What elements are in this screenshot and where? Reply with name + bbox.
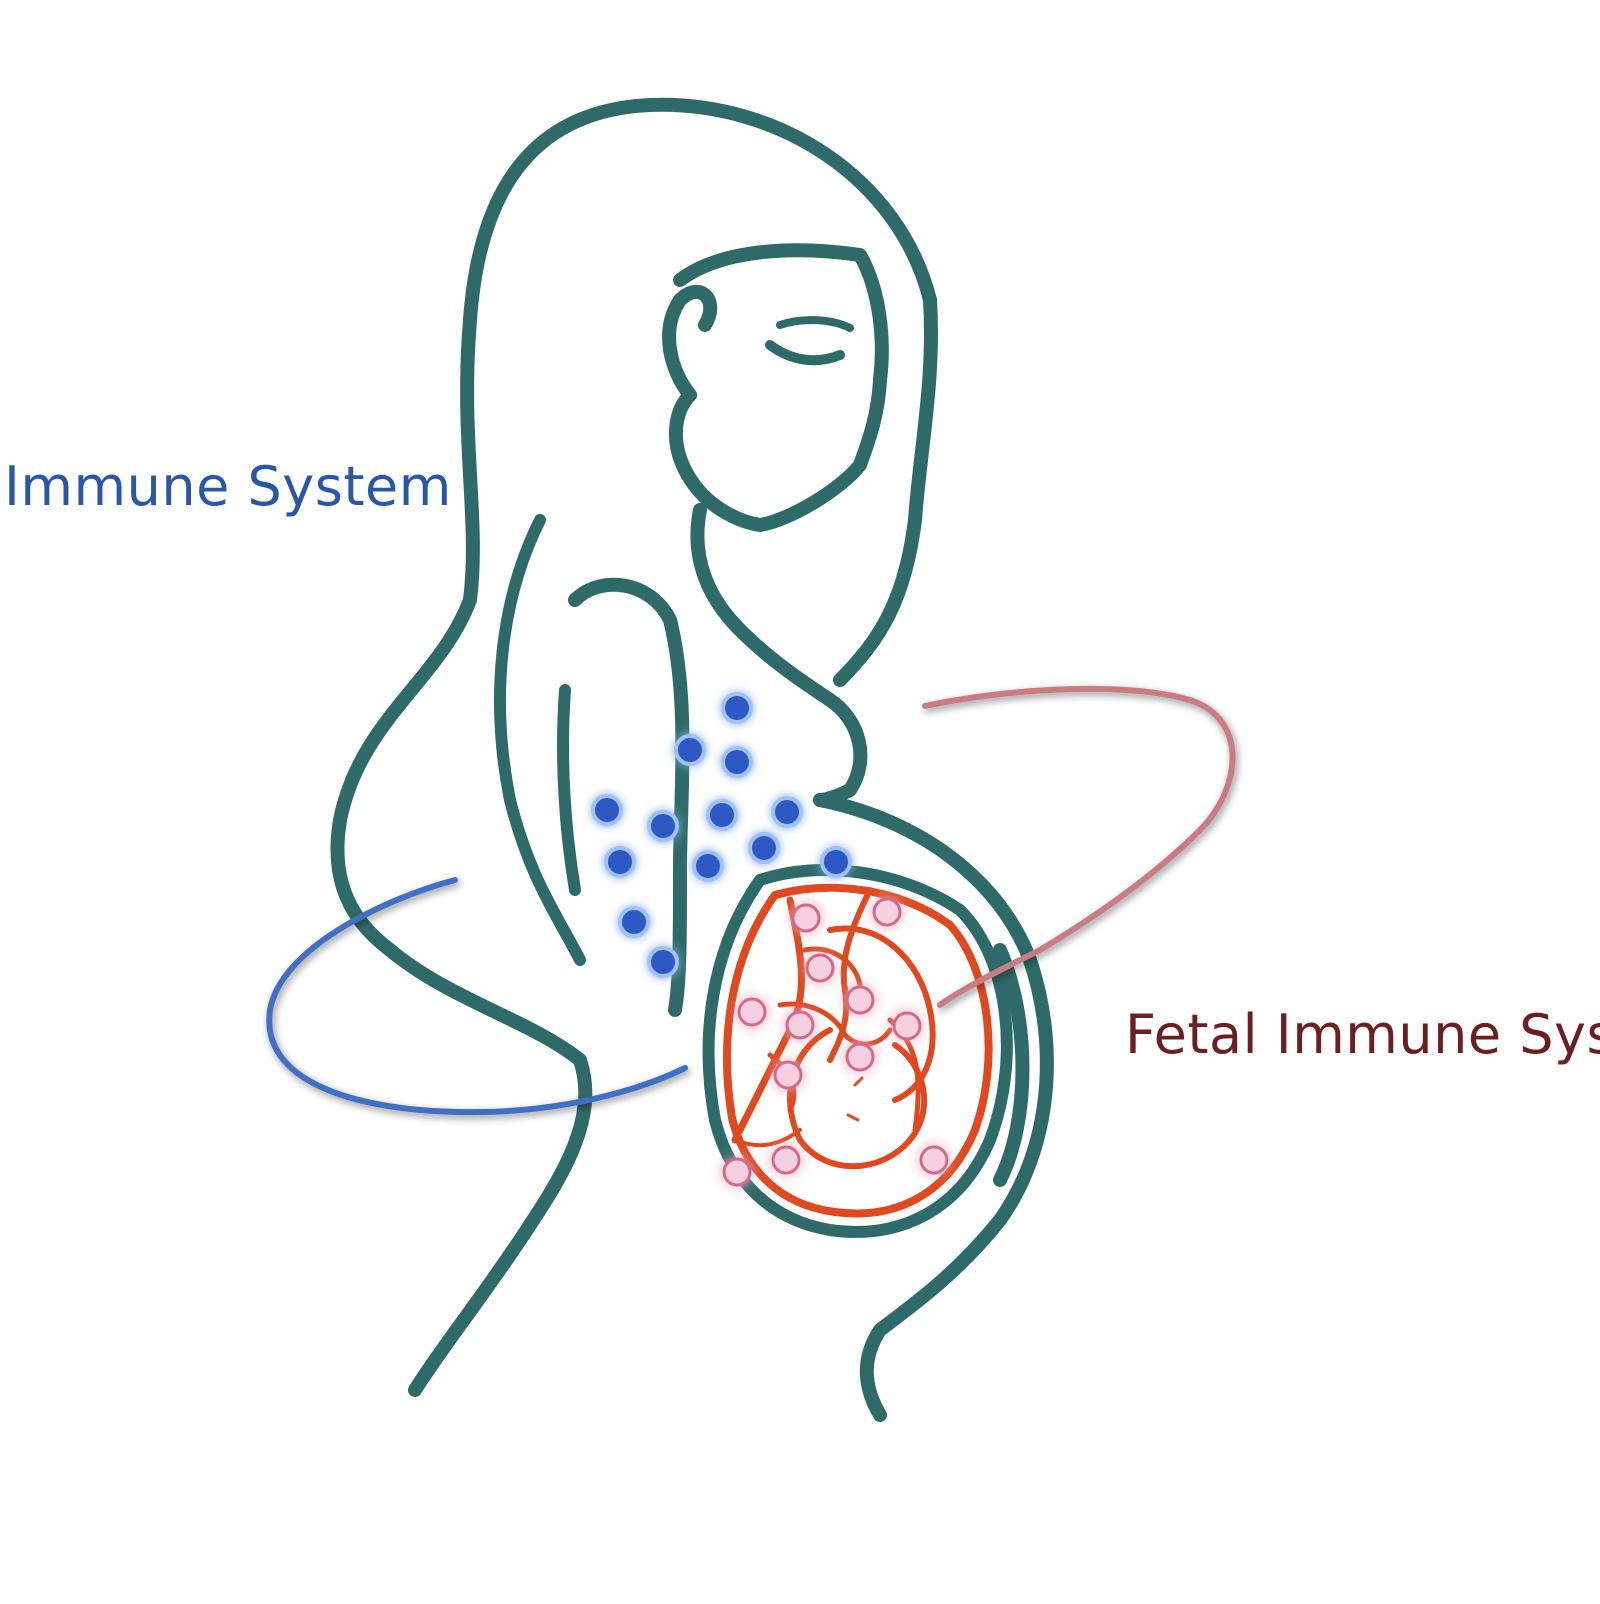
neck-line [690, 503, 837, 707]
maternal-cell [618, 906, 650, 938]
fetal-arrow-path [922, 685, 1236, 1008]
maternal-cell [748, 832, 780, 864]
maternal-cell [771, 796, 803, 828]
maternal-cell [647, 946, 679, 978]
maternal-cell [721, 692, 753, 724]
maternal-cell [591, 794, 623, 826]
fetal-cell [771, 1145, 801, 1175]
eyebrow [776, 316, 854, 332]
fetal-cell [892, 1011, 922, 1041]
fetal-cell [872, 897, 902, 927]
maternal-arrow [266, 877, 688, 1116]
arm-inner-outline [557, 684, 581, 896]
maternal-cell [820, 846, 852, 878]
maternal-cell [706, 799, 738, 831]
maternal-immune-cells [591, 692, 852, 978]
maternal-cell [604, 846, 636, 878]
face-profile [668, 243, 889, 532]
fetal-arrow [922, 685, 1236, 1008]
womb-outer [702, 864, 1013, 1238]
fetus-in-womb [702, 864, 1013, 1238]
fetal-cell [785, 1010, 815, 1040]
fetal-cell [722, 1157, 752, 1187]
ear-outline [662, 284, 718, 402]
closed-eye [765, 340, 845, 366]
fetal-cell [737, 997, 767, 1027]
fetus-face-mark [846, 1076, 864, 1122]
maternal-arrow-path [266, 877, 688, 1116]
maternal-cell [647, 810, 679, 842]
fetal-immune-system-label: Fetal Immune Sys [1125, 1003, 1600, 1066]
vessel-3 [802, 946, 863, 988]
hair-front-outline [833, 293, 939, 687]
fetal-cell [791, 903, 821, 933]
woman-outline [330, 97, 1054, 1422]
vessel-7 [733, 1128, 802, 1148]
breast-outline [813, 693, 868, 807]
arm-outline [568, 577, 690, 1017]
womb-inner [723, 883, 993, 1218]
belly-inner-outline [993, 943, 1030, 1187]
fetal-cell [845, 985, 875, 1015]
maternal-immune-system-label: Immune System [4, 455, 452, 518]
hair-outline [330, 97, 937, 957]
vessel-2 [827, 887, 873, 1063]
maternal-cell [721, 746, 753, 778]
torso-line [494, 514, 586, 966]
belly-outline [813, 793, 1054, 1422]
maternal-cell [674, 734, 706, 766]
fetal-cell [805, 953, 835, 983]
fetal-cell [773, 1060, 803, 1090]
back-outline [383, 943, 593, 1397]
fetal-cell [919, 1145, 949, 1175]
vessel-4 [777, 1001, 893, 1047]
maternal-cell [692, 850, 724, 882]
fetal-cell [845, 1042, 875, 1072]
fetal-immune-cells [722, 897, 949, 1187]
